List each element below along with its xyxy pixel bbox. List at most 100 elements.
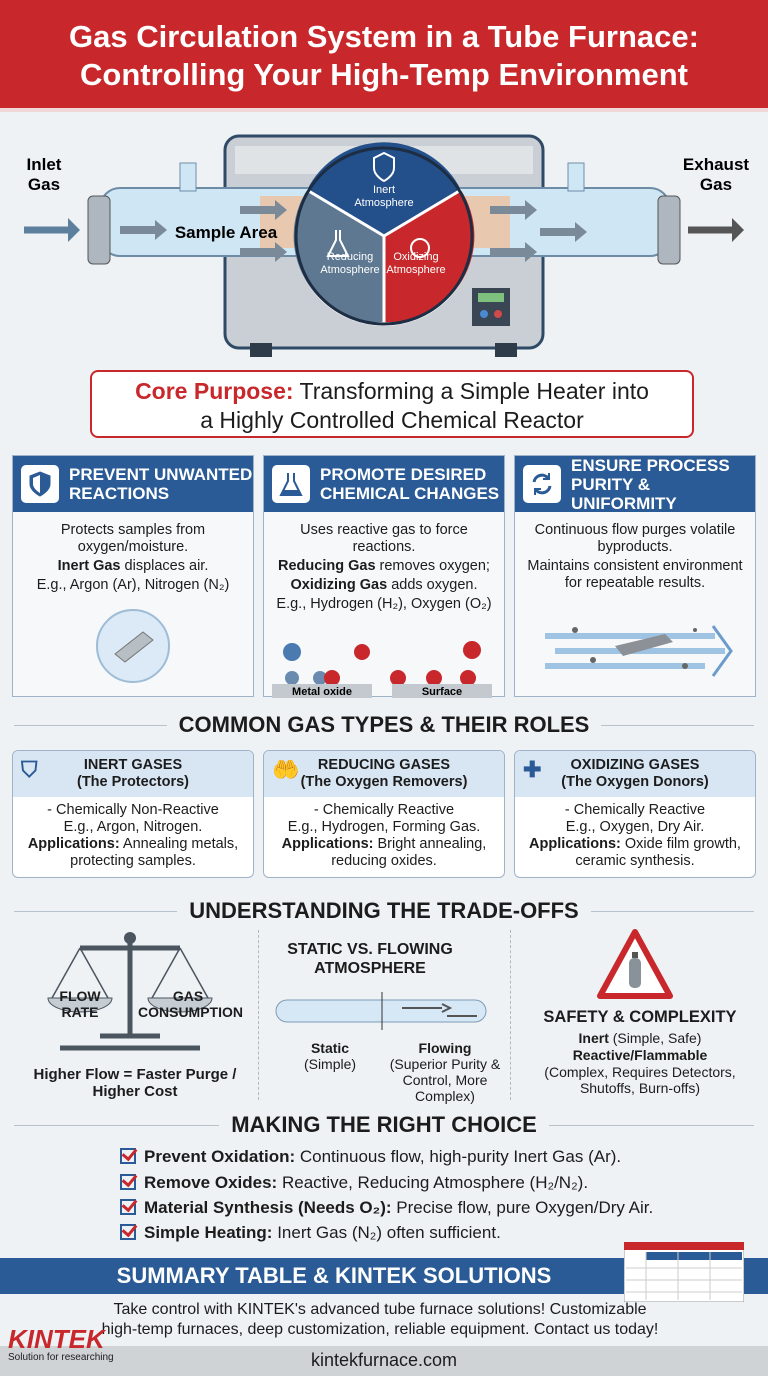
hand-plus-icon: ✚ (523, 757, 542, 782)
exhaust-label: Exhaust (683, 155, 749, 174)
purpose-bold: Oxidizing Gas (290, 577, 388, 593)
gas-type-text: - Chemically Reactive (313, 802, 455, 818)
inlet-label: Gas (28, 175, 60, 194)
static-flowing-tube-illustration (275, 992, 487, 1030)
inert-text: (Simple, Safe) (608, 1030, 702, 1046)
applications-text: Bright annealing, reducing oxides. (331, 836, 487, 869)
choice-item: Remove Oxides: Reactive, Reducing Atmosp… (120, 1172, 588, 1194)
shield-icon: ⛉ (21, 757, 38, 782)
choice-text: Inert Gas (N₂) often sufficient. (272, 1223, 501, 1242)
choice-bold: Remove Oxides: (144, 1173, 278, 1192)
furnace-foot (495, 343, 517, 357)
static-sub: (Simple) (303, 1056, 357, 1072)
purpose-title: Ensure Process Purity & Uniformity (571, 455, 730, 513)
tube-furnace-diagram: Inlet Gas Exhaust Gas Sample Area Inert … (24, 134, 749, 357)
inlet-label: Inlet (27, 155, 62, 174)
flowing-sub: (Superior Purity & Control, More Complex… (389, 1056, 501, 1104)
divider (510, 930, 511, 1100)
flask-icon (272, 465, 310, 503)
choice-text: Precise flow, pure Oxygen/Dry Air. (391, 1198, 654, 1217)
purpose-prevent-reactions: Prevent Unwanted Reactions Protects samp… (12, 455, 254, 697)
atmosphere-wheel (293, 142, 475, 326)
checkbox-icon (120, 1199, 136, 1215)
choice-item: Material Synthesis (Needs O₂): Precise f… (120, 1197, 653, 1219)
purpose-title: Prevent Unwanted Reactions (69, 465, 253, 503)
inlet-flange (87, 195, 111, 265)
card-inert-gases: ⛉ INERT GASES(The Protectors) - Chemicall… (12, 750, 254, 878)
metal-oxide-label: Metal oxide (292, 686, 352, 698)
purpose-title: Promote Desired Chemical Changes (320, 465, 500, 503)
gas-type-text: E.g., Argon, Nitrogen. (63, 819, 203, 835)
exhaust-arrow (688, 218, 744, 242)
reducing-label: Atmosphere (320, 264, 379, 276)
flask-icon (326, 230, 350, 257)
control-panel (472, 288, 510, 326)
purpose-text: removes oxygen; (375, 558, 490, 574)
oxidizing-label: Atmosphere (386, 264, 445, 276)
choice-bold: Material Synthesis (Needs O₂): (144, 1198, 392, 1217)
website-link[interactable]: kintekfurnace.com (310, 1350, 458, 1370)
gas-type-name: INERT GASES (83, 757, 183, 773)
surface-label: Surface (422, 686, 462, 698)
choice-heading: MAKING THE RIGHT CHOICE (0, 1112, 768, 1138)
core-purpose-text: Transforming a Simple Heater into (293, 378, 649, 404)
applications-text: Oxide film growth, ceramic synthesis. (575, 836, 741, 869)
reducing-label: Reducing (327, 251, 373, 263)
purpose-text: Uses reactive gas to force reactions. (300, 522, 468, 555)
warning-gas-cylinder-icon (597, 929, 673, 999)
inlet-arrow (24, 218, 80, 242)
checkbox-icon (120, 1224, 136, 1240)
core-purpose-box: Core Purpose: Transforming a Simple Heat… (90, 370, 694, 438)
applications-text: Annealing metals, protecting samples. (70, 836, 239, 869)
gas-type-name: REDUCING GASES (317, 757, 451, 773)
safety-inert: Inert (Simple, Safe) (520, 1030, 760, 1046)
purpose-text: displaces air. (120, 558, 209, 574)
purpose-text: adds oxygen. (387, 577, 478, 593)
flowing-label: Flowing(Superior Purity & Control, More … (386, 1040, 504, 1104)
static-vs-flowing-title: STATIC VS. FLOWING ATMOSPHERE (287, 941, 453, 977)
gas-type-role: (The Oxygen Removers) (300, 774, 468, 790)
balance-scale-icon (47, 932, 213, 1051)
inert-bold: Inert (578, 1030, 609, 1046)
applications-label: Applications: (281, 836, 374, 852)
purpose-bold: Inert Gas (57, 558, 121, 574)
hand-icon: 🤲 (272, 757, 300, 782)
gas-type-text: E.g., Hydrogen, Forming Gas. (287, 819, 481, 835)
cycle-icon (523, 465, 561, 503)
gas-type-text: - Chemically Non-Reactive (47, 802, 219, 818)
purpose-ensure-purity: Ensure Process Purity & Uniformity Conti… (514, 455, 756, 697)
logo-tagline: Solution for researching (8, 1352, 114, 1363)
choice-text: Continuous flow, high-purity Inert Gas (… (295, 1147, 622, 1166)
safety-reactive-label: Reactive/Flammable (572, 1047, 708, 1063)
choice-item: Simple Heating: Inert Gas (N₂) often suf… (120, 1222, 501, 1244)
logo-wordmark: KINTEK (8, 1324, 105, 1354)
shield-icon (21, 465, 59, 503)
static-text: Static (310, 1040, 350, 1056)
footer-bar (0, 1346, 768, 1376)
gas-type-text: - Chemically Reactive (564, 802, 706, 818)
checkbox-icon (120, 1174, 136, 1190)
kintek-logo: KINTEK Solution for researching (8, 1326, 128, 1363)
furnace-foot (250, 343, 272, 357)
gas-consumption-label: GAS CONSUMPTION (138, 988, 243, 1020)
scale-caption: Higher Flow = Faster Purge / Higher Cost (33, 1066, 237, 1100)
static-label: Static(Simple) (290, 1040, 370, 1072)
purpose-example: E.g., Hydrogen (H₂), Oxygen (O₂) (276, 596, 492, 612)
oxidizing-label: Oxidizing (393, 251, 438, 263)
gas-type-role: (The Oxygen Donors) (561, 774, 709, 790)
reaction-illustration: Metal oxide Surface (272, 641, 492, 698)
header-banner: Gas Circulation System in a Tube Furnace… (0, 0, 768, 112)
inert-label: Inert (373, 184, 395, 196)
gas-type-role: (The Protectors) (77, 774, 189, 790)
gas-type-name: OXIDIZING GASES (570, 757, 700, 773)
shield-icon (373, 151, 395, 183)
flow-rate-label: FLOW RATE (59, 988, 101, 1020)
checkbox-icon (120, 1148, 136, 1164)
sample-area-label: Sample Area (175, 223, 278, 242)
protected-sample-illustration (96, 609, 170, 683)
flask-icon (410, 238, 430, 258)
purpose-text: Continuous flow purges volatile byproduc… (534, 522, 736, 555)
divider (258, 930, 259, 1100)
inert-label: Atmosphere (354, 197, 413, 209)
core-purpose-label: Core Purpose: (135, 378, 294, 404)
